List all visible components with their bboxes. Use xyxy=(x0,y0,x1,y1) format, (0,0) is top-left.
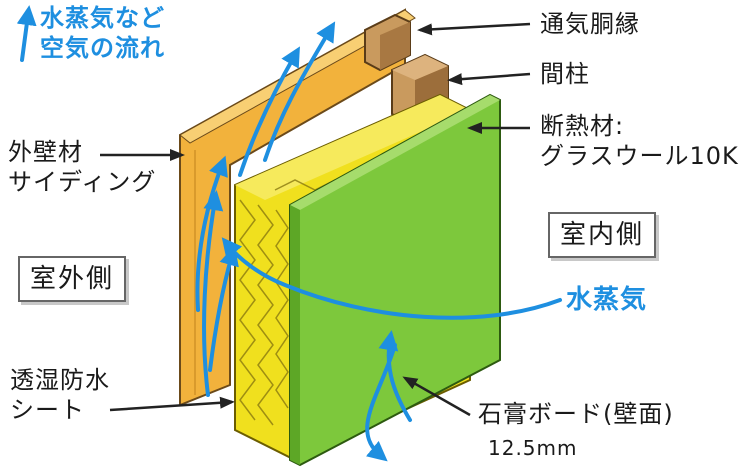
stud-label: 間柱 xyxy=(540,60,590,88)
insulation-label-line2: グラスウール10K xyxy=(540,142,739,170)
gypsum-thickness-label: 12.5mm xyxy=(488,436,578,460)
flow-title-line2: 空気の流れ xyxy=(40,34,165,62)
airflow-arrows xyxy=(16,5,562,462)
indoor-side-label: 室内側 xyxy=(548,212,657,258)
ventilation-furring-label: 通気胴縁 xyxy=(540,10,640,38)
ventilation-furring-block xyxy=(364,13,411,72)
membrane-label-line2: シート xyxy=(10,396,85,424)
insulation-label-line1: 断熱材: xyxy=(540,112,625,140)
gypsum-board xyxy=(289,93,501,467)
outdoor-side-label: 室外側 xyxy=(18,256,127,302)
leader-arrows xyxy=(100,22,531,417)
exterior-finish-label-line1: 外壁材 xyxy=(8,138,83,166)
water-vapor-label: 水蒸気 xyxy=(566,285,648,315)
flow-title-line1: 水蒸気など xyxy=(40,4,165,32)
membrane-label-line1: 透湿防水 xyxy=(10,366,110,394)
gypsum-board-label: 石膏ボード(壁面) xyxy=(478,400,674,428)
exterior-finish-label-line2: サイディング xyxy=(8,168,157,196)
